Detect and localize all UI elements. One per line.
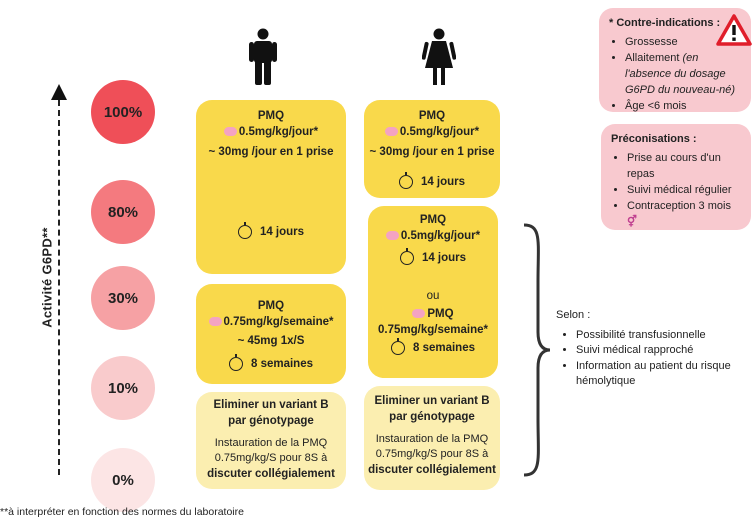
footnote: **à interpréter en fonction des normes d… xyxy=(0,506,244,518)
pill-icon xyxy=(208,317,222,327)
stopwatch-icon xyxy=(399,247,414,265)
women-box-high: PMQ 0.5mg/kg/jour* ~ 30mg /jour en 1 pri… xyxy=(364,100,500,198)
women-box2-duration-a: 14 jours xyxy=(421,252,467,264)
contraindication-item: Allaitement (en l'absence du dosage G6PD… xyxy=(625,51,741,99)
men-box3-line3: Instauration de la PMQ xyxy=(214,437,328,449)
women-box2-or: ou xyxy=(426,290,440,302)
men-box3-line5: discuter collégialement xyxy=(207,468,335,480)
man-icon xyxy=(249,28,277,85)
men-box-high: PMQ 0.5mg/kg/jour* ~ 30mg /jour en 1 pri… xyxy=(196,100,346,274)
women-box2-title-b: PMQ xyxy=(427,308,454,320)
men-box-mid: PMQ 0.75mg/kg/semaine* ~ 45mg 1x/S 8 sem… xyxy=(196,284,346,384)
women-box3-line1: Eliminer un variant B xyxy=(374,395,490,407)
warning-icon xyxy=(716,14,752,46)
level-circle-0: 0% xyxy=(91,448,155,512)
pill-icon xyxy=(223,127,237,137)
selon-item: Suivi médical rapproché xyxy=(576,343,746,359)
stopwatch-icon xyxy=(390,337,405,355)
recommendations-title: Préconisations : xyxy=(611,133,697,145)
axis-arrow-icon xyxy=(51,84,67,100)
men-box1-dose: 0.5mg/kg/jour* xyxy=(238,126,319,138)
recommendation-item: Suivi médical régulier xyxy=(627,183,741,199)
women-box1-max: ~ 30mg /jour en 1 prise xyxy=(369,146,495,158)
level-circle-100: 100% xyxy=(91,80,155,144)
men-box-low: Eliminer un variant B par génotypage Ins… xyxy=(196,392,346,489)
women-box-mid: PMQ 0.5mg/kg/jour* 14 jours ou PMQ 0.75m… xyxy=(368,206,498,378)
brace-icon xyxy=(523,223,551,477)
pill-icon xyxy=(385,231,399,241)
men-box1-max: ~ 30mg /jour en 1 prise xyxy=(208,146,334,158)
men-box2-title: PMQ xyxy=(257,300,285,312)
men-box2-max: ~ 45mg 1x/S xyxy=(237,335,305,347)
women-box1-duration: 14 jours xyxy=(420,176,466,188)
women-box-low: Eliminer un variant B par génotypage Ins… xyxy=(364,386,500,490)
recommendation-item: Prise au cours d'un repas xyxy=(627,151,741,183)
men-box3-line2: par génotypage xyxy=(228,415,314,427)
women-box3-line3: Instauration de la PMQ xyxy=(375,433,489,445)
contraindications-panel: * Contre-indications : Grossesse Allaite… xyxy=(599,8,751,112)
men-box1-duration: 14 jours xyxy=(259,226,305,238)
women-box2-title-a: PMQ xyxy=(419,214,447,226)
men-box2-dose: 0.75mg/kg/semaine* xyxy=(223,316,334,328)
selon-item: Information au patient du risque hémolyt… xyxy=(576,359,746,390)
axis-label: Activité G6PD** xyxy=(39,227,55,328)
gender-symbol-icon: ⚥ xyxy=(627,215,637,228)
contraindications-title: * Contre-indications : xyxy=(609,17,721,29)
stopwatch-icon xyxy=(228,353,243,371)
stopwatch-icon xyxy=(398,171,413,189)
women-box1-title: PMQ xyxy=(418,110,446,122)
selon-item: Possibilité transfusionnelle xyxy=(576,328,746,344)
woman-icon xyxy=(422,28,456,85)
men-box2-duration: 8 semaines xyxy=(250,358,313,370)
women-box2-dose-a: 0.5mg/kg/jour* xyxy=(400,230,481,242)
men-box1-title: PMQ xyxy=(257,110,285,122)
recommendations-panel: Préconisations : Prise au cours d'un rep… xyxy=(601,124,751,230)
women-box3-line2: par génotypage xyxy=(389,411,475,423)
women-box2-dose-b: 0.75mg/kg/semaine* xyxy=(378,324,488,336)
selon-block: Selon : Possibilité transfusionnelle Sui… xyxy=(556,308,746,390)
men-box3-line4: 0.75mg/kg/S pour 8S à xyxy=(214,452,328,464)
pill-icon xyxy=(412,309,426,319)
contraindication-item: Âge <6 mois xyxy=(625,99,741,115)
level-circle-80: 80% xyxy=(91,180,155,244)
women-box3-line5: discuter collégialement xyxy=(368,464,496,476)
selon-title: Selon : xyxy=(556,309,591,321)
level-circle-30: 30% xyxy=(91,266,155,330)
axis-line xyxy=(58,100,60,475)
recommendation-item: Contraception 3 mois ⚥ xyxy=(627,199,741,231)
pill-icon xyxy=(384,127,398,137)
stopwatch-icon xyxy=(237,221,252,239)
contraindication-item: Grossesse xyxy=(625,35,741,51)
men-box3-line1: Eliminer un variant B xyxy=(213,399,329,411)
women-box1-dose: 0.5mg/kg/jour* xyxy=(399,126,480,138)
women-box3-line4: 0.75mg/kg/S pour 8S à xyxy=(375,448,489,460)
women-box2-duration-b: 8 semaines xyxy=(412,342,475,354)
level-circle-10: 10% xyxy=(91,356,155,420)
